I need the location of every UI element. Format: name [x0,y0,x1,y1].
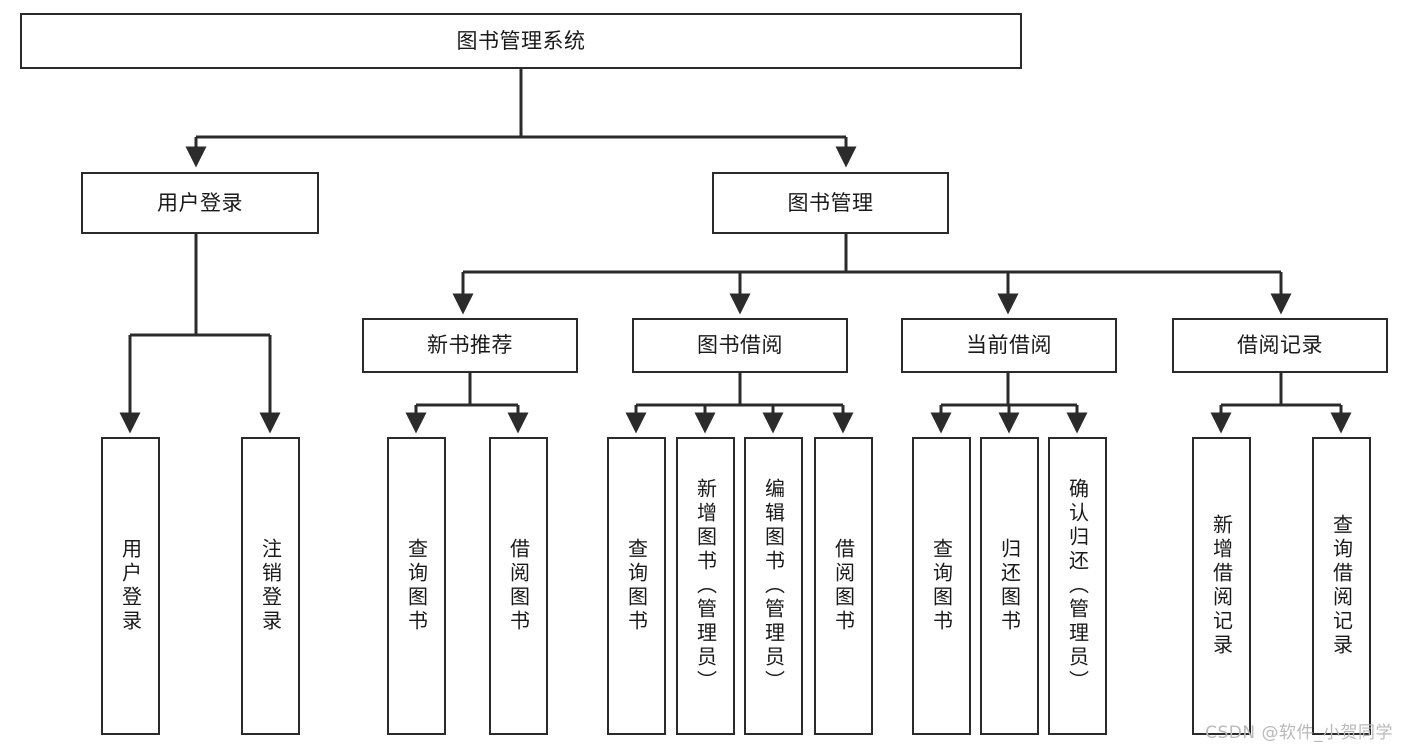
node-leaf-query-record[interactable]: 查询借阅记录 [1312,437,1371,735]
node-leaf-add-record-label: 新增借阅记录 [1209,514,1234,658]
node-leaf-query-book-2[interactable]: 查询图书 [607,437,666,735]
node-leaf-edit-book-label: 编辑图书（管理员） [761,478,786,694]
node-leaf-query-record-label: 查询借阅记录 [1329,514,1354,658]
node-book-management-label: 图书管理 [787,190,874,215]
node-leaf-query-book-3[interactable]: 查询图书 [912,437,971,735]
node-leaf-query-book-2-label: 查询图书 [624,538,649,634]
node-current-borrow[interactable]: 当前借阅 [901,318,1117,373]
node-new-book-recommend[interactable]: 新书推荐 [362,318,578,373]
node-leaf-query-book-1[interactable]: 查询图书 [387,437,446,735]
node-leaf-add-record[interactable]: 新增借阅记录 [1192,437,1251,735]
node-leaf-user-login-label: 用户登录 [118,538,143,634]
node-root[interactable]: 图书管理系统 [20,13,1022,69]
node-user-login-label: 用户登录 [157,190,243,215]
node-leaf-borrow-book-1-label: 借阅图书 [506,538,531,634]
node-leaf-add-book[interactable]: 新增图书（管理员） [676,437,735,735]
node-leaf-user-logout[interactable]: 注销登录 [241,437,300,735]
node-root-label: 图书管理系统 [456,28,586,53]
node-leaf-confirm-return[interactable]: 确认归还（管理员） [1048,437,1107,735]
node-leaf-add-book-label: 新增图书（管理员） [693,478,718,694]
node-leaf-borrow-book-1[interactable]: 借阅图书 [489,437,548,735]
node-leaf-query-book-3-label: 查询图书 [929,538,954,634]
csdn-watermark: CSDN @软件_小贺同学 [1205,723,1393,743]
node-leaf-query-book-1-label: 查询图书 [404,538,429,634]
node-user-login[interactable]: 用户登录 [81,172,319,234]
node-book-borrow-label: 图书借阅 [697,333,783,358]
node-leaf-confirm-return-label: 确认归还（管理员） [1065,478,1090,694]
node-borrow-record-label: 借阅记录 [1237,333,1323,358]
node-book-borrow[interactable]: 图书借阅 [632,318,848,373]
node-leaf-edit-book[interactable]: 编辑图书（管理员） [744,437,803,735]
node-leaf-user-logout-label: 注销登录 [258,538,283,634]
node-leaf-return-book[interactable]: 归还图书 [980,437,1039,735]
node-leaf-borrow-book-2[interactable]: 借阅图书 [814,437,873,735]
node-leaf-user-login[interactable]: 用户登录 [101,437,160,735]
node-book-management[interactable]: 图书管理 [712,172,949,234]
node-new-book-recommend-label: 新书推荐 [427,333,513,358]
node-current-borrow-label: 当前借阅 [966,333,1052,358]
node-leaf-return-book-label: 归还图书 [997,538,1022,634]
node-leaf-borrow-book-2-label: 借阅图书 [831,538,856,634]
node-borrow-record[interactable]: 借阅记录 [1172,318,1388,373]
